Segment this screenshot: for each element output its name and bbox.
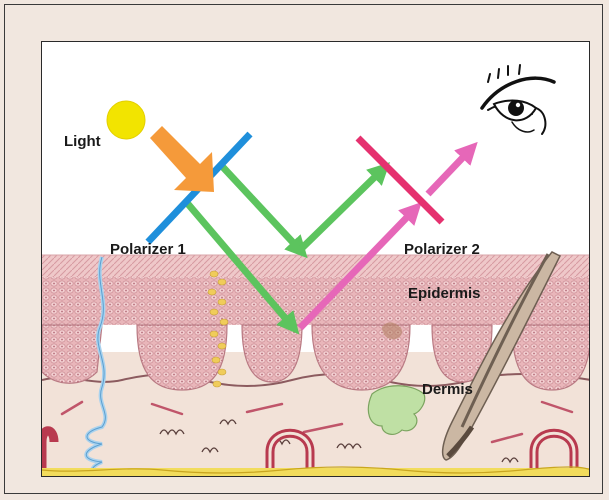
light-label: Light xyxy=(64,134,101,149)
epidermis-label: Epidermis xyxy=(408,286,481,301)
polarizer-1-label: Polarizer 1 xyxy=(110,242,186,257)
incident-light-arrow xyxy=(150,126,214,192)
skin-polarization-diagram xyxy=(42,42,590,477)
eye-icon xyxy=(482,65,554,134)
diagram-panel: Light Polarizer 1 Polarizer 2 Epidermis … xyxy=(41,41,590,477)
figure-frame: Light Polarizer 1 Polarizer 2 Epidermis … xyxy=(4,4,603,494)
dermis-label: Dermis xyxy=(422,382,473,397)
polarizer-2-label: Polarizer 2 xyxy=(404,242,480,257)
sun-icon xyxy=(107,101,145,139)
